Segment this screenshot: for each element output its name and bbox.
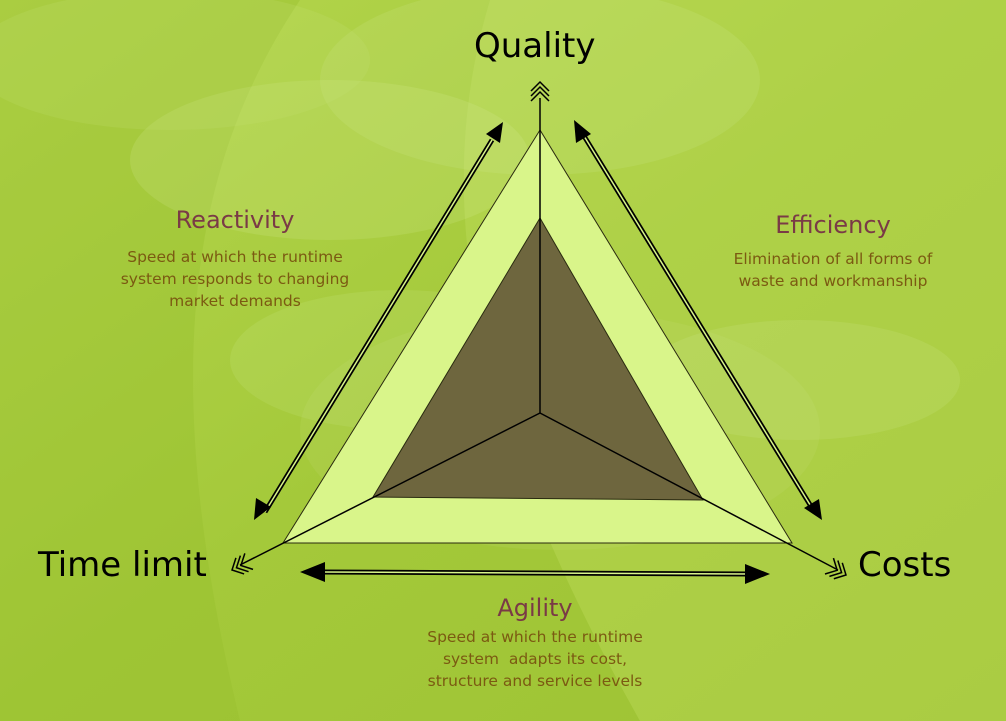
vertex-label-right: Costs: [858, 545, 952, 585]
edge-description-left: Speed at which the runtime system respon…: [120, 248, 350, 310]
axis-arrowheads: [231, 80, 847, 580]
vertex-label-top: Quality: [474, 26, 596, 66]
edge-arrow-left: [254, 122, 503, 520]
edge-heading-left: Reactivity: [175, 206, 295, 234]
vertex-label-left: Time limit: [38, 545, 207, 585]
edge-description-bottom: Speed at which the runtime system adapts…: [427, 628, 643, 690]
axis-lines: [239, 98, 839, 571]
inner-triangle: [372, 217, 704, 501]
edge-heading-bottom: Agility: [497, 594, 573, 622]
edge-description-right: Elimination of all forms of waste and wo…: [733, 250, 933, 290]
edge-arrow-right: [574, 120, 822, 520]
edge-heading-right: Efficiency: [775, 211, 891, 239]
edge-arrow-bottom: [300, 562, 770, 584]
